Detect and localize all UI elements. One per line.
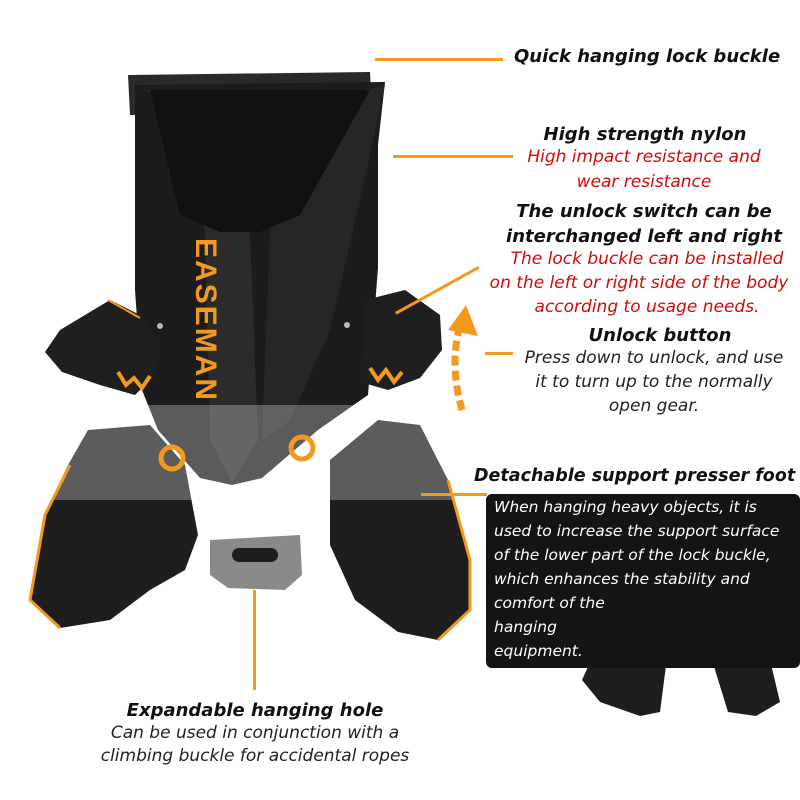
left-screw bbox=[157, 323, 163, 329]
switch-title-2: interchanged left and right bbox=[506, 226, 782, 247]
switch-desc-1: The lock buckle can be installed bbox=[510, 249, 784, 269]
leader-foot-h bbox=[421, 493, 487, 496]
brand-logo: EASEMAN bbox=[189, 238, 222, 402]
button-title: Unlock button bbox=[588, 325, 732, 346]
overlay-band bbox=[0, 405, 512, 500]
unlock-arrow-head bbox=[448, 305, 478, 336]
right-foot bbox=[330, 420, 470, 640]
foot-desc-2: used to increase the support surface bbox=[494, 522, 780, 540]
foot-desc-1: When hanging heavy objects, it is bbox=[494, 498, 757, 516]
button-desc-1: Press down to unlock, and use bbox=[524, 348, 784, 368]
foot-desc-3: of the lower part of the lock buckle, bbox=[494, 546, 771, 564]
switch-desc-3: according to usage needs. bbox=[534, 297, 760, 317]
nylon-desc-1: High impact resistance and bbox=[527, 147, 761, 167]
switch-title-1: The unlock switch can be bbox=[516, 201, 772, 222]
body-slot bbox=[150, 90, 370, 232]
foot-desc-6: hanging bbox=[494, 618, 557, 636]
right-foot-outline bbox=[436, 479, 472, 642]
right-boss bbox=[288, 434, 316, 462]
foot-description-box bbox=[486, 494, 800, 668]
left-gear bbox=[116, 370, 152, 392]
foot-desc-5: comfort of the bbox=[494, 594, 605, 612]
left-lever-outline bbox=[107, 299, 141, 319]
hanging-tab bbox=[210, 535, 302, 590]
left-foot bbox=[30, 425, 198, 628]
hole-desc-1: Can be used in conjunction with a bbox=[110, 723, 400, 743]
right-gear bbox=[368, 366, 404, 386]
nylon-title: High strength nylon bbox=[543, 124, 747, 145]
left-boss bbox=[158, 444, 186, 472]
right-screw bbox=[344, 322, 350, 328]
leader-button bbox=[485, 352, 513, 355]
switch-desc-2: on the left or right side of the body bbox=[489, 273, 789, 293]
foot-desc-7: equipment. bbox=[494, 642, 583, 660]
hanging-hole bbox=[232, 548, 278, 562]
leader-quick bbox=[375, 58, 503, 61]
unlock-arrow-icon bbox=[451, 318, 466, 411]
leader-nylon bbox=[393, 155, 513, 158]
left-lever bbox=[45, 300, 160, 395]
left-foot-outline bbox=[28, 464, 72, 630]
button-desc-3: open gear. bbox=[608, 396, 700, 416]
foot-desc-4: which enhances the stability and bbox=[494, 570, 750, 588]
nylon-desc-2: wear resistance bbox=[576, 172, 712, 192]
button-desc-2: it to turn up to the normally bbox=[535, 372, 773, 392]
hole-desc-2: climbing buckle for accidental ropes bbox=[100, 746, 410, 766]
quick-hanging-title: Quick hanging lock buckle bbox=[514, 46, 781, 67]
foot-title: Detachable support presser foot bbox=[474, 466, 796, 486]
right-lever bbox=[360, 290, 442, 390]
hole-title: Expandable hanging hole bbox=[126, 700, 384, 721]
leader-hole-v bbox=[253, 590, 256, 690]
